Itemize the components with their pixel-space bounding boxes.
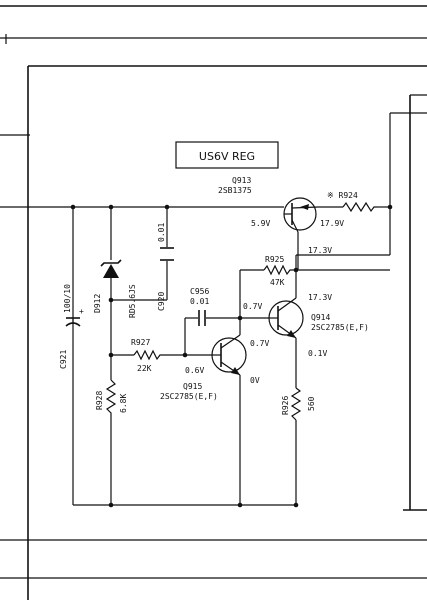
q914-collector-voltage: 17.3V	[308, 293, 332, 302]
r927-value: 22K	[137, 364, 152, 373]
q913-transistor: Q913 2SB1375 5.9V 17.9V 17.3V	[218, 176, 344, 255]
d912-ref: D912	[93, 294, 102, 313]
c921-value: 100/10	[63, 284, 72, 313]
c921-plus: +	[79, 307, 84, 316]
q914-base-voltage: 0.7V	[243, 302, 262, 311]
c921-ref: C921	[59, 350, 68, 369]
c956-capacitor: C956 0.01	[190, 287, 209, 326]
r926-ref: R926	[281, 396, 290, 415]
c921-capacitor: + 100/10 C921	[59, 284, 84, 369]
q913-emitter-voltage: 17.9V	[320, 219, 344, 228]
q914-transistor: 17.3V 0.7V Q914 2SC2785(E,F) 0.1V	[243, 293, 369, 358]
q914-ref: Q914	[311, 313, 330, 322]
c920-value: 0.01	[157, 223, 166, 242]
r926-value: 560	[307, 396, 316, 411]
c956-value: 0.01	[190, 297, 209, 306]
q915-part: 2SC2785(E,F)	[160, 392, 218, 401]
q913-base-voltage: 5.9V	[251, 219, 270, 228]
c956-ref: C956	[190, 287, 209, 296]
r925-value: 47K	[270, 278, 285, 287]
r928-ref: R928	[95, 391, 104, 410]
r926-resistor: R926 560	[281, 387, 316, 421]
q913-ref: Q913	[232, 176, 251, 185]
r925-resistor: R925 47K	[263, 255, 292, 287]
q915-transistor: 0.7V 0.6V 0V Q915 2SC2785(E,F)	[160, 334, 269, 401]
r924-resistor: ※ R924	[327, 191, 377, 213]
wires	[0, 113, 391, 506]
r927-ref: R927	[131, 338, 150, 347]
d912-zener-diode: D912 RD5.6JS	[93, 255, 137, 318]
q915-collector-voltage: 0.7V	[250, 339, 269, 348]
q914-emitter-voltage: 0.1V	[308, 349, 327, 358]
title-box-label: US6V REG	[199, 150, 255, 163]
d912-part: RD5.6JS	[128, 284, 137, 318]
page-frame	[0, 5, 427, 600]
r924-ref: ※ R924	[327, 191, 358, 200]
c920-capacitor: 0.01 C920	[157, 223, 174, 311]
q913-collector-voltage: 17.3V	[308, 246, 332, 255]
r925-ref: R925	[265, 255, 284, 264]
junctions	[70, 204, 393, 508]
q915-ref: Q915	[183, 382, 202, 391]
title-box: US6V REG	[175, 141, 279, 169]
q913-part: 2SB1375	[218, 186, 252, 195]
c920-ref: C920	[157, 292, 166, 311]
r927-resistor: R927 22K	[131, 338, 162, 373]
q915-base-voltage: 0.6V	[185, 366, 204, 375]
r928-value: 6.8K	[119, 394, 128, 413]
q914-part: 2SC2785(E,F)	[311, 323, 369, 332]
q915-emitter-voltage: 0V	[250, 376, 260, 385]
r928-resistor: R928 6.8K	[95, 379, 128, 420]
